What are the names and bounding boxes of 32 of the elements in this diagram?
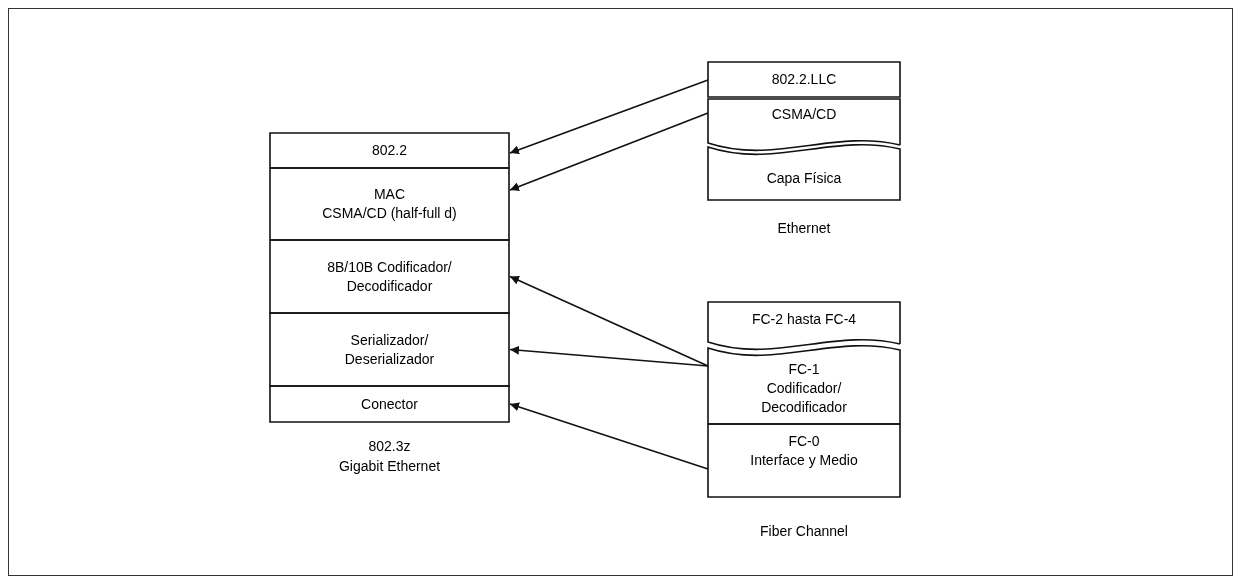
layer-label: Interface y Medio	[750, 451, 858, 470]
layer-box	[708, 145, 900, 200]
layer-label: Serializador/ Deserializador	[343, 330, 436, 369]
layer-label: Conector	[361, 394, 418, 414]
arrow	[509, 345, 709, 367]
layer-box	[270, 313, 509, 386]
layer-label: 802.2	[371, 141, 407, 160]
layer-box	[708, 424, 900, 497]
layer-label: Capa Física	[766, 169, 842, 188]
stack-caption: Ethernet	[776, 219, 832, 238]
arrow	[509, 112, 709, 191]
stack-caption: Gigabit Ethernet	[337, 457, 442, 476]
arrow	[509, 79, 709, 155]
layer-label: CSMA/CD (half-full d)	[322, 204, 457, 223]
layer-label: 8B/10B Codificador/ Decodificador	[326, 257, 453, 296]
layer-box	[270, 386, 509, 422]
layer-box	[270, 168, 509, 240]
layer-box	[270, 240, 509, 313]
layer-label: FC-0	[788, 432, 820, 451]
layer-label: 802.2.LLC	[771, 70, 837, 89]
layer-label: FC-2 hasta FC-4	[751, 310, 857, 329]
arrow	[509, 275, 709, 367]
layer-label: MAC	[373, 185, 406, 204]
arrow	[509, 402, 709, 470]
stack-caption: Fiber Channel	[759, 522, 849, 541]
layer-label: CSMA/CD	[771, 105, 837, 124]
layer-label: Codificador/ Decodificador	[760, 379, 848, 417]
layer-label: FC-1	[788, 360, 820, 379]
layer-box	[270, 133, 509, 168]
layer-box	[708, 342, 900, 424]
layer-box	[708, 62, 900, 97]
stack-caption: 802.3z	[367, 437, 412, 456]
